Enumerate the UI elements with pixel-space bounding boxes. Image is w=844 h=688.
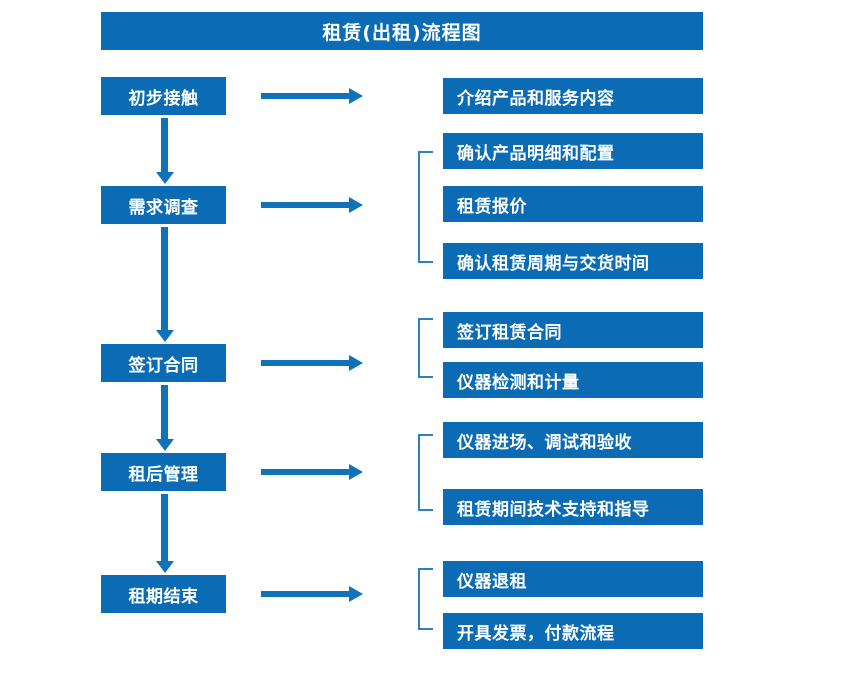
horizontal-arrow-2 <box>261 195 363 215</box>
arrow-head <box>349 355 363 371</box>
detail-box-8[interactable]: 租赁期间技术支持和指导 <box>443 489 703 525</box>
arrow-head <box>349 197 363 213</box>
arrow-shaft <box>161 385 168 439</box>
detail-box-2[interactable]: 确认产品明细和配置 <box>443 133 703 169</box>
arrow-head <box>349 464 363 480</box>
arrow-shaft <box>261 591 351 597</box>
horizontal-arrow-3 <box>261 353 363 373</box>
detail-box-5[interactable]: 签订租赁合同 <box>443 312 703 348</box>
arrow-head <box>156 439 174 451</box>
vertical-arrow-2 <box>154 227 174 342</box>
vertical-arrow-4 <box>154 494 174 573</box>
arrow-head <box>349 586 363 602</box>
stage-box-2[interactable]: 需求调查 <box>101 186 226 224</box>
arrow-shaft <box>161 227 168 330</box>
detail-box-6[interactable]: 仪器检测和计量 <box>443 362 703 398</box>
group-bracket-1 <box>418 151 433 263</box>
vertical-arrow-1 <box>154 118 174 184</box>
detail-box-4[interactable]: 确认租赁周期与交货时间 <box>443 243 703 279</box>
detail-box-9[interactable]: 仪器退租 <box>443 561 703 597</box>
detail-box-3[interactable]: 租赁报价 <box>443 186 703 222</box>
stage-box-4[interactable]: 租后管理 <box>101 453 226 491</box>
group-bracket-3 <box>418 434 433 511</box>
arrow-shaft <box>261 469 351 475</box>
detail-box-10[interactable]: 开具发票，付款流程 <box>443 613 703 649</box>
stage-box-1[interactable]: 初步接触 <box>101 77 226 115</box>
stage-box-3[interactable]: 签订合同 <box>101 344 226 382</box>
arrow-head <box>156 561 174 573</box>
arrow-head <box>349 88 363 104</box>
vertical-arrow-3 <box>154 385 174 451</box>
group-bracket-4 <box>418 568 433 630</box>
horizontal-arrow-1 <box>261 86 363 106</box>
group-bracket-2 <box>418 318 433 378</box>
horizontal-arrow-4 <box>261 462 363 482</box>
arrow-head <box>156 330 174 342</box>
arrow-shaft <box>161 118 168 172</box>
page-title: 租赁(出租)流程图 <box>101 12 703 50</box>
detail-box-1[interactable]: 介绍产品和服务内容 <box>443 78 703 114</box>
arrow-shaft <box>261 93 351 99</box>
detail-box-7[interactable]: 仪器进场、调试和验收 <box>443 422 703 458</box>
horizontal-arrow-5 <box>261 584 363 604</box>
arrow-shaft <box>161 494 168 561</box>
arrow-shaft <box>261 202 351 208</box>
arrow-shaft <box>261 360 351 366</box>
arrow-head <box>156 172 174 184</box>
stage-box-5[interactable]: 租期结束 <box>101 575 226 613</box>
